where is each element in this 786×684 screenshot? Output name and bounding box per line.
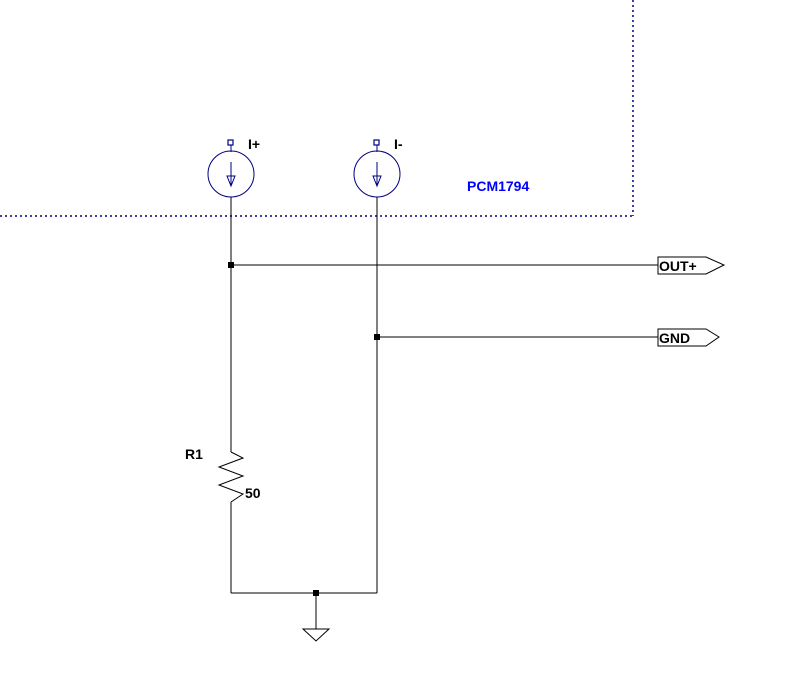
pin-marker-iminus: [373, 139, 380, 146]
resistor-value: 50: [245, 485, 261, 501]
pin-marker-iplus: [227, 139, 234, 146]
junction-out: [228, 262, 234, 268]
net-label-gnd-text: GND: [659, 330, 690, 346]
arrow-head-iminus: [372, 175, 382, 188]
ic-block-boundary: [0, 0, 634, 217]
pin-label-iminus: I-: [394, 136, 403, 152]
net-label-out[interactable]: OUT+: [657, 256, 726, 275]
wires: [230, 197, 658, 629]
junction-gnd: [374, 334, 380, 340]
net-flag-out: [657, 256, 726, 275]
arrow-head-iplus: [226, 175, 236, 188]
resistor-r1[interactable]: R1 50: [185, 446, 261, 503]
resistor-ref: R1: [185, 446, 203, 462]
junction-bottom: [313, 590, 319, 596]
net-flag-gnd: [657, 328, 720, 347]
pin-label-iplus: I+: [248, 136, 260, 152]
current-source-iplus[interactable]: I+: [207, 136, 260, 198]
block-label: PCM1794: [467, 178, 529, 194]
resistor-icon: [217, 451, 245, 503]
net-label-gnd[interactable]: GND: [657, 328, 720, 347]
ground-icon[interactable]: [301, 628, 331, 642]
net-label-out-text: OUT+: [659, 258, 697, 274]
current-source-iminus[interactable]: I-: [353, 136, 403, 198]
